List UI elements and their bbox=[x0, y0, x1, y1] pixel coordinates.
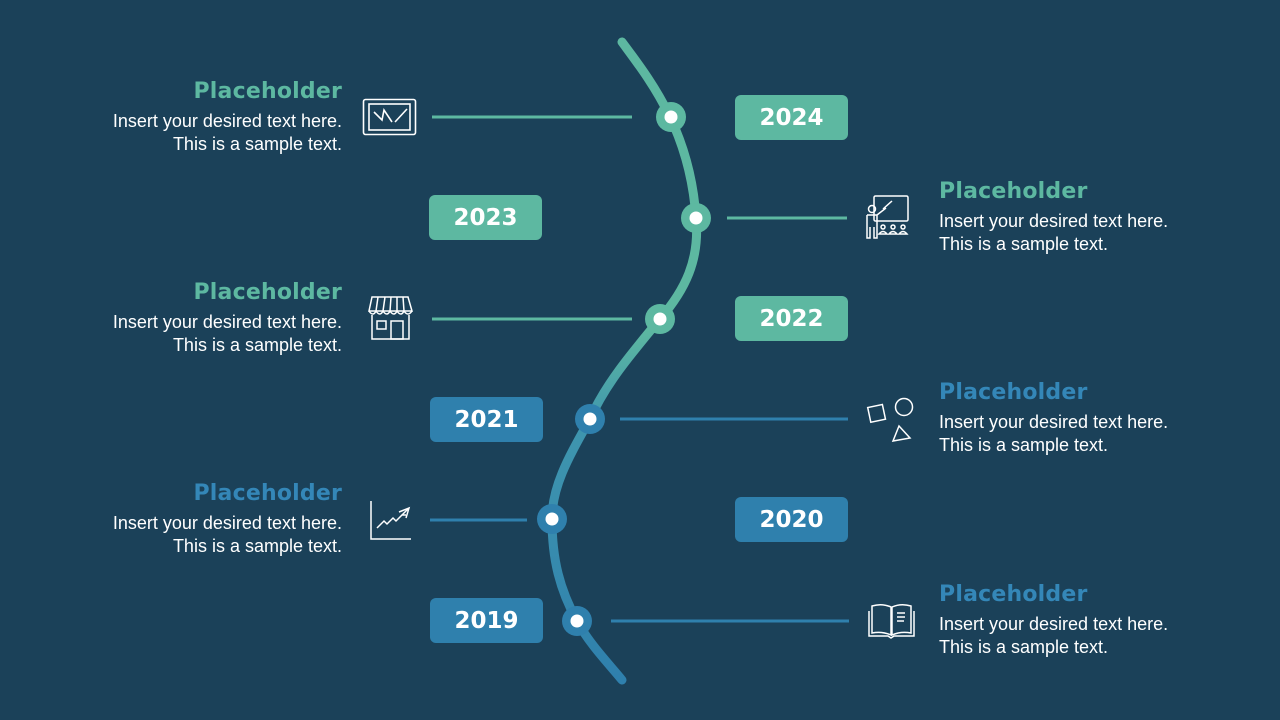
node-2020 bbox=[537, 504, 567, 534]
open-book-icon bbox=[868, 603, 915, 639]
milestone-text-2019: Placeholder Insert your desired text her… bbox=[939, 581, 1199, 659]
node-2024 bbox=[656, 102, 686, 132]
milestone-line-2: This is a sample text. bbox=[939, 234, 1109, 254]
milestone-line-1: Insert your desired text here. bbox=[939, 412, 1169, 432]
node-2019 bbox=[562, 606, 592, 636]
year-badge-2022: 2022 bbox=[735, 296, 848, 341]
timeline-curve bbox=[547, 37, 702, 685]
milestone-text-2022: Placeholder Insert your desired text her… bbox=[82, 279, 342, 357]
milestone-line-1: Insert your desired text here. bbox=[112, 111, 342, 131]
milestone-title: Placeholder bbox=[193, 79, 342, 104]
milestone-line-2: This is a sample text. bbox=[172, 134, 342, 154]
node-2021 bbox=[575, 404, 605, 434]
node-2023 bbox=[681, 203, 711, 233]
milestone-title: Placeholder bbox=[939, 179, 1088, 204]
milestone-text-2024: Placeholder Insert your desired text her… bbox=[82, 78, 342, 156]
year-badge-2023: 2023 bbox=[429, 195, 542, 240]
milestone-title: Placeholder bbox=[939, 582, 1088, 607]
shapes-icon bbox=[866, 397, 914, 442]
milestone-line-2: This is a sample text. bbox=[172, 536, 342, 556]
milestone-line-1: Insert your desired text here. bbox=[112, 513, 342, 533]
milestone-title: Placeholder bbox=[939, 380, 1088, 405]
milestone-line-1: Insert your desired text here. bbox=[939, 614, 1169, 634]
milestone-text-2020: Placeholder Insert your desired text her… bbox=[82, 480, 342, 558]
milestone-text-2023: Placeholder Insert your desired text her… bbox=[939, 178, 1199, 256]
growth-chart-icon bbox=[370, 501, 411, 540]
storefront-icon bbox=[368, 296, 413, 340]
milestone-text-2021: Placeholder Insert your desired text her… bbox=[939, 379, 1199, 457]
node-2022 bbox=[645, 304, 675, 334]
milestone-line-1: Insert your desired text here. bbox=[112, 312, 342, 332]
year-badge-2021: 2021 bbox=[430, 397, 543, 442]
presentation-teacher-icon bbox=[866, 195, 909, 239]
drawing-tablet-icon bbox=[362, 98, 417, 136]
milestone-title: Placeholder bbox=[193, 280, 342, 305]
year-badge-2024: 2024 bbox=[735, 95, 848, 140]
milestone-line-2: This is a sample text. bbox=[939, 435, 1109, 455]
year-badge-2020: 2020 bbox=[735, 497, 848, 542]
milestone-title: Placeholder bbox=[193, 481, 342, 506]
year-badge-2019: 2019 bbox=[430, 598, 543, 643]
milestone-line-2: This is a sample text. bbox=[172, 335, 342, 355]
milestone-line-2: This is a sample text. bbox=[939, 637, 1109, 657]
milestone-line-1: Insert your desired text here. bbox=[939, 211, 1169, 231]
